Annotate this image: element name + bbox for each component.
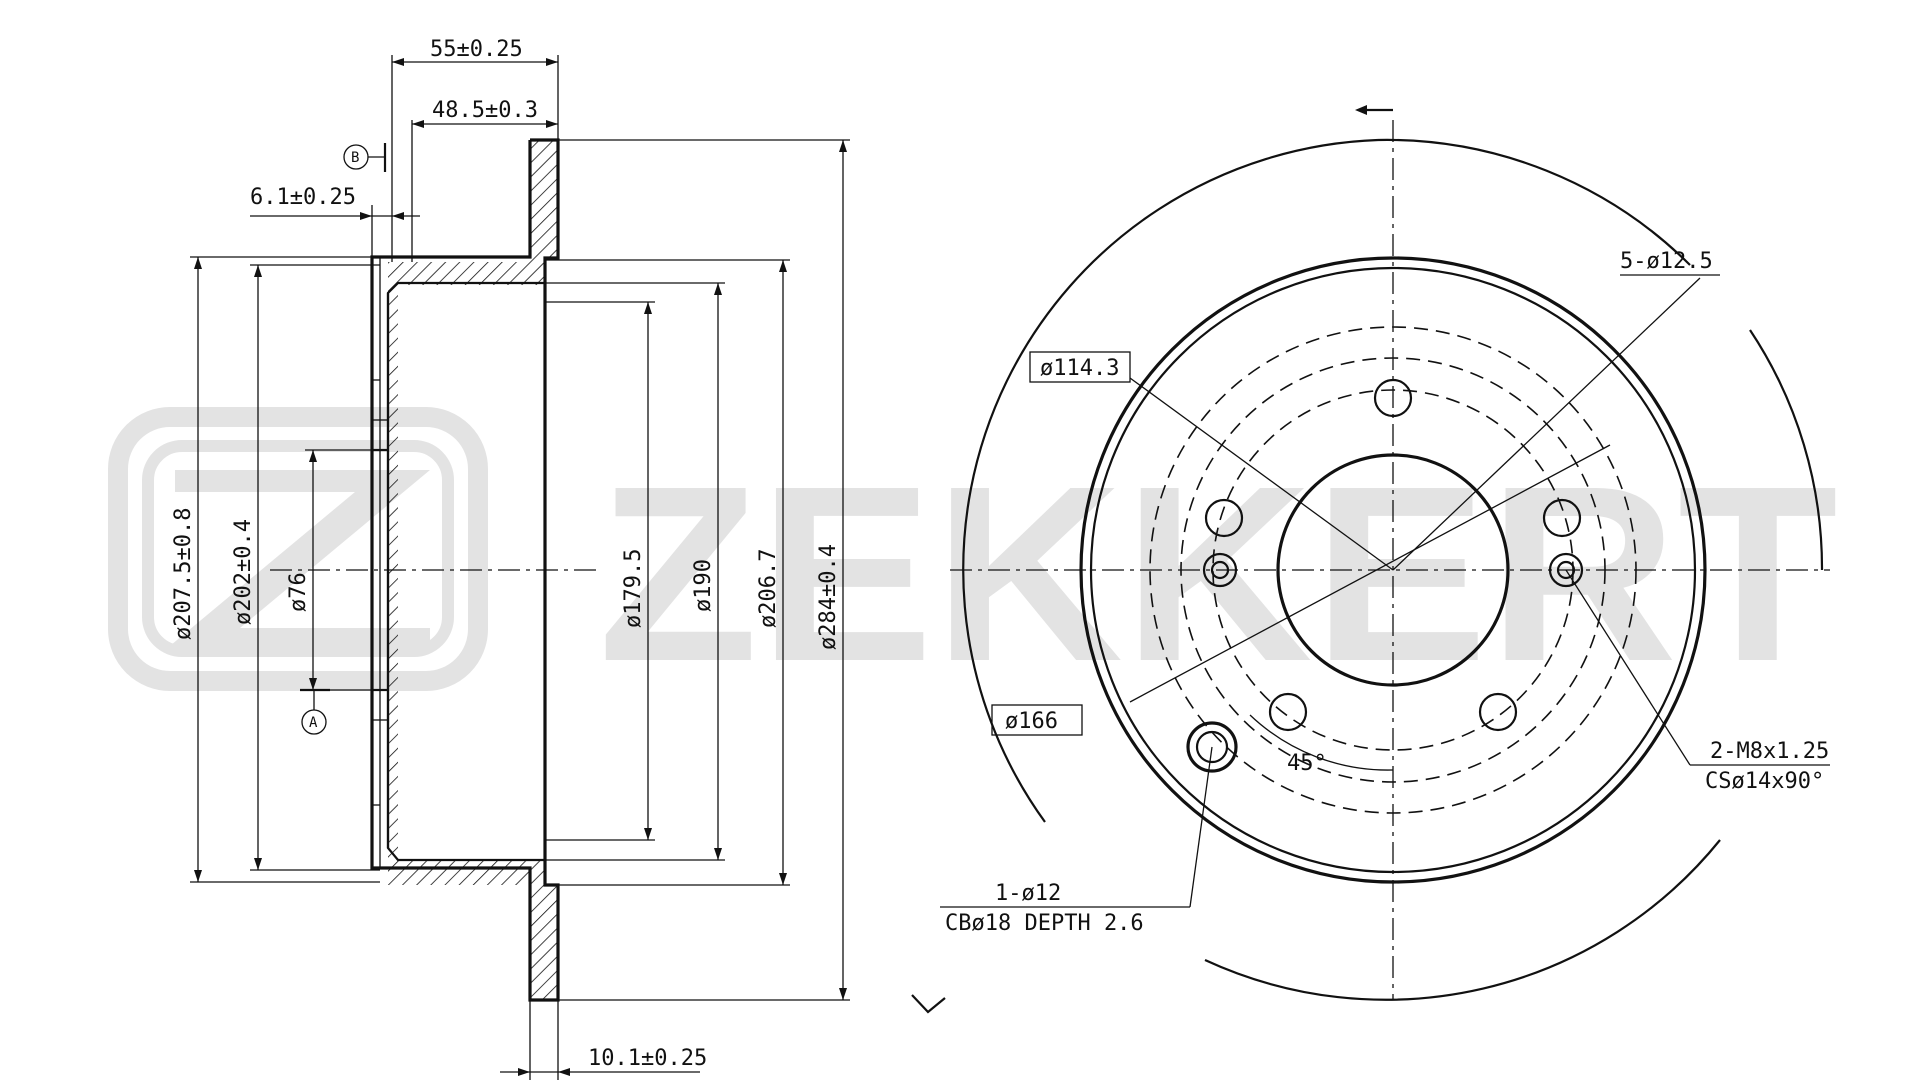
thread-hole-left-inner <box>1210 560 1230 580</box>
pin-hole-outer <box>1186 721 1238 773</box>
dim-angle: 45° <box>1287 751 1327 776</box>
view-mark <box>911 994 946 1014</box>
brand-watermark: ZEKKERT <box>108 407 1838 713</box>
hat-inner-outline <box>386 281 545 862</box>
bolt-hole-5 <box>1478 692 1518 732</box>
bolt-hole-3 <box>1542 498 1582 538</box>
thread-hole-left-outer <box>1202 552 1238 588</box>
secondary-pcd-label-box <box>991 704 1083 736</box>
section-cut-arrow <box>1355 105 1367 115</box>
arrow-hat-wall <box>360 212 404 220</box>
dim-hat-inner: ø202±0.4 <box>231 519 256 625</box>
outer-rim-arc-left <box>962 138 1379 823</box>
hat-hidden-circle <box>1149 326 1637 814</box>
friction-ring-inner <box>1089 266 1697 874</box>
secondary-pcd-line <box>1129 444 1611 703</box>
bolt-hole-1 <box>1373 378 1413 418</box>
bolt-leader-line <box>1392 277 1701 571</box>
logo-frame-inner <box>142 440 454 657</box>
dim-pcd: ø114.3 <box>1040 356 1119 381</box>
bolt-hole-4 <box>1268 692 1308 732</box>
dim-hat-outer: ø190 <box>691 559 716 612</box>
hat-hidden-circle-2 <box>1180 357 1606 783</box>
arrow-disc-thickness <box>518 1068 570 1076</box>
centre-bore-circle <box>1276 453 1510 687</box>
section-view: 55±0.25 48.5±0.3 6.1±0.25 B A <box>171 37 850 1080</box>
dim-hub-depth: 48.5±0.3 <box>432 98 538 123</box>
logo-frame-outer <box>108 407 488 691</box>
section-hatch-top <box>388 140 558 1000</box>
dim-overall-width: 55±0.25 <box>430 37 523 62</box>
pin-hole-inner <box>1195 730 1229 764</box>
bolt-hole-2 <box>1204 498 1244 538</box>
datum-a-label: A <box>309 715 318 731</box>
dim-hat-flange: ø206.7 <box>756 549 781 628</box>
angle-arc <box>1249 714 1394 771</box>
note-bolt-holes: 5-ø12.5 <box>1620 249 1713 274</box>
dim-disc-thickness: 10.1±0.25 <box>588 1046 707 1071</box>
friction-ring-outer <box>1079 256 1707 884</box>
outer-rim-arc-bottom <box>1204 839 1721 1001</box>
logo-z-mark <box>165 470 430 650</box>
dim-secondary-pcd: ø166 <box>1005 709 1058 734</box>
pcd-radial-line <box>1129 377 1394 571</box>
outer-rim-arc-right <box>1749 329 1824 571</box>
thread-hole-right-inner <box>1556 560 1576 580</box>
dim-hat-wall: 6.1±0.25 <box>250 185 356 210</box>
note-pin-line2: CBø18 DEPTH 2.6 <box>945 911 1144 936</box>
outer-rim-arc-top <box>1377 138 1691 266</box>
front-view: 45° ø114.3 ø166 5-ø12.5 2-M8x1.25 CSø14x… <box>911 105 1830 1014</box>
dim-centre-bore: ø76 <box>286 572 311 612</box>
brand-wordmark: ZEKKERT <box>598 434 1838 713</box>
note-pin-line1: 1-ø12 <box>995 881 1061 906</box>
dim-pilot: ø179.5 <box>621 549 646 628</box>
thread-hole-right-outer <box>1548 552 1584 588</box>
dim-outer-diameter: ø284±0.4 <box>816 544 841 650</box>
thread-leader <box>1565 569 1691 766</box>
note-thread-line2: CSø14x90° <box>1705 769 1824 794</box>
pin-leader <box>1189 746 1213 908</box>
datum-b-label: B <box>351 150 359 166</box>
pcd-label-box <box>1029 351 1131 383</box>
dim-friction-inner: ø207.5±0.8 <box>171 508 196 640</box>
note-thread-line1: 2-M8x1.25 <box>1710 739 1829 764</box>
